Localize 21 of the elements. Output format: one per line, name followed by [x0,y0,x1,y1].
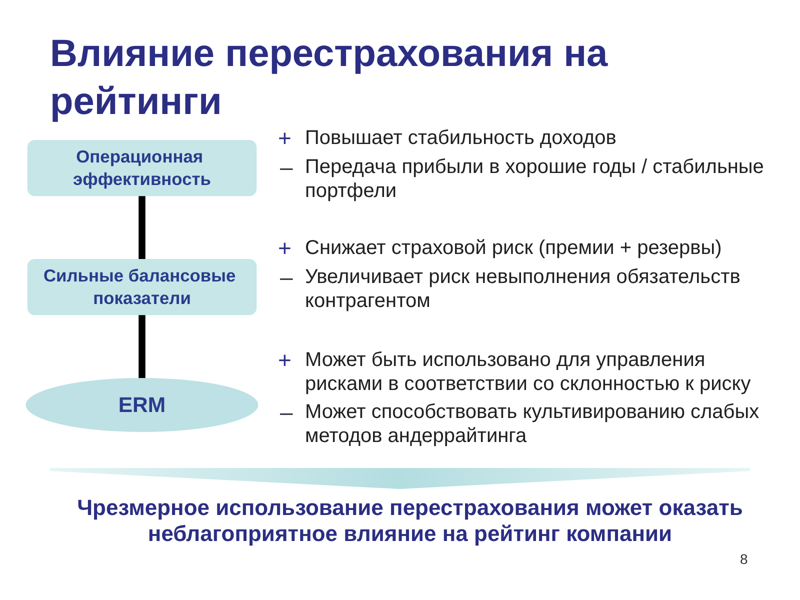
bullet-text: Может способствовать культивированию слабых методов андеррайтинга [305,400,760,448]
bullet-text: Снижает страховой риск (премии + резервы) [305,236,723,260]
plus-sign: + [278,236,292,260]
connector-line [138,196,146,260]
rounded-box: Сильные балансовые показатели [27,258,257,316]
minus-sign: – [280,265,293,289]
bullet-text: Может быть использовано для управления рисками в соответствии со склонностью к риску [305,348,752,396]
oval-node: ERM [26,377,258,433]
divider-bar [50,468,750,489]
rounded-box: Операционная эффективность [27,140,257,196]
plus-sign: + [278,348,292,372]
minus-sign: – [280,400,293,424]
bullet-text: Передача прибыли в хорошие годы / стабильные портфели [305,155,765,203]
connector-line [138,314,146,378]
caption-text: Чрезмерное использование перестрахования может оказать неблагоприятное влияние на рейтинг компании [76,495,744,547]
page-number: 8 [740,551,748,567]
slide-title: Влияние перестрахования на рейтинги [50,32,609,125]
minus-sign: – [280,155,293,179]
plus-sign: + [278,126,292,150]
bullet-text: Повышает стабильность доходов [305,126,618,150]
bullet-text: Увеличивает риск невыполнения обязательств контрагентом [305,265,742,313]
